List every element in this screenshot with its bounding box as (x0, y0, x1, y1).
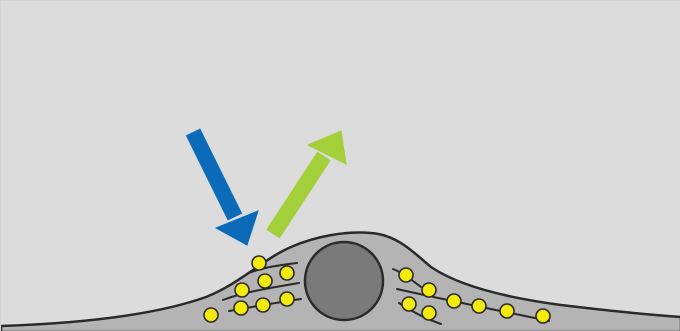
outgoing-arrow-shaft (266, 151, 331, 239)
particle (279, 291, 295, 307)
particle (251, 255, 267, 271)
particle (203, 307, 219, 323)
arrow-down-right-icon (185, 128, 259, 246)
particle (446, 293, 462, 309)
particle (257, 273, 273, 289)
particle (398, 267, 414, 283)
outgoing-arrow-head (306, 130, 347, 165)
particle (471, 298, 487, 314)
arrow-up-right-icon (266, 130, 347, 239)
core-object (303, 240, 385, 322)
particle (499, 303, 515, 319)
particle (233, 300, 249, 316)
particle (421, 282, 437, 298)
particle (421, 305, 437, 321)
particle (234, 282, 250, 298)
particle (401, 296, 417, 312)
particles (203, 255, 551, 324)
particle (255, 297, 271, 313)
incoming-arrow-shaft (185, 128, 243, 221)
particle (535, 308, 551, 324)
layer-line-left-1 (248, 262, 298, 274)
particle (279, 265, 295, 281)
layer-line-left-2 (222, 282, 300, 301)
incoming-arrow-head (214, 210, 259, 246)
